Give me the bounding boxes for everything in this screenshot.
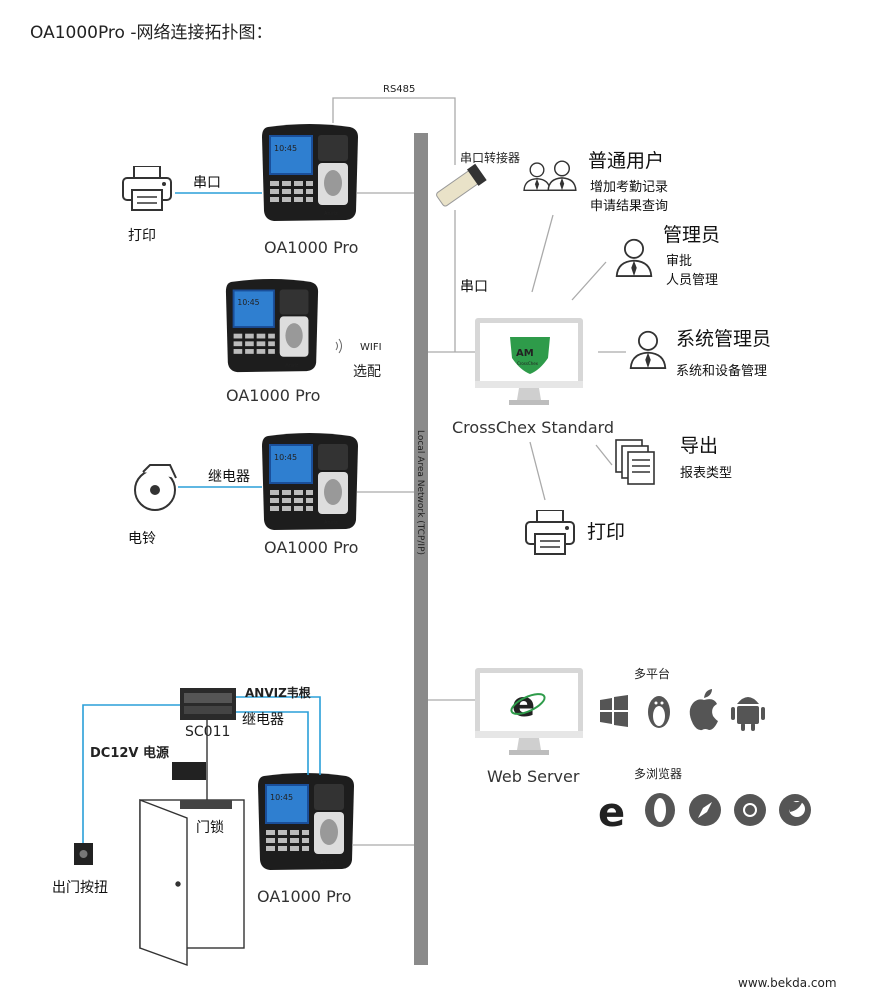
- watermark: www.bekda.com: [738, 976, 837, 990]
- bell-label: 电铃: [128, 531, 156, 547]
- door-lock-icon: [180, 800, 232, 809]
- android-icon: [731, 697, 765, 731]
- windows-icon: [600, 695, 628, 727]
- printer-label: 打印: [128, 227, 156, 244]
- converter-label: 串口转接器: [460, 150, 520, 165]
- user-icon-2: [547, 160, 577, 192]
- bell-icon: [134, 464, 177, 511]
- door-icon: [139, 798, 245, 966]
- crosschex-logo-icon: AM CrossChex: [510, 337, 550, 374]
- svg-text:CrossChex: CrossChex: [517, 361, 539, 366]
- relay-link-label: 继电器: [208, 469, 250, 485]
- ie-icon: e: [598, 790, 625, 836]
- admin-icon: [615, 238, 653, 277]
- exit-button-icon: [74, 843, 93, 865]
- sysadmin-icon: [629, 330, 667, 370]
- wifi-label: WIFI: [360, 342, 382, 353]
- wifi-icon: [335, 338, 342, 354]
- connector-print: [529, 441, 546, 501]
- lan-bus: [414, 133, 428, 965]
- serial-converter-icon: [436, 163, 487, 207]
- opera-icon: [645, 793, 675, 827]
- role-line: 人员管理: [666, 273, 718, 288]
- role-title-admin: 管理员: [663, 224, 720, 246]
- print-icon: [525, 510, 575, 555]
- document-export-icon: [615, 439, 655, 485]
- door-lock-label: 门锁: [196, 820, 224, 836]
- user-icon: [523, 162, 551, 192]
- wiegand-label: ANVIZ韦根: [245, 685, 311, 700]
- role-line: 增加考勤记录: [590, 180, 668, 195]
- controller-sc011-icon: [180, 688, 236, 720]
- role-title-export: 导出: [680, 435, 718, 457]
- platforms-title: 多平台: [634, 666, 670, 681]
- browsers-title: 多浏览器: [634, 766, 682, 781]
- connector-admin: [571, 261, 607, 301]
- chrome-icon: [734, 794, 766, 826]
- connector-export: [595, 444, 613, 466]
- role-line: 审批: [666, 254, 692, 269]
- power-supply-icon: [172, 762, 206, 780]
- rs485-label: RS485: [383, 84, 415, 95]
- role-title-sysadmin: 系统管理员: [676, 328, 771, 350]
- power-label: DC12V 电源: [90, 745, 169, 761]
- rs485-line: [332, 97, 456, 165]
- wiegand-link: [236, 696, 321, 775]
- converter-serial-label: 串口: [460, 279, 488, 295]
- linux-icon: [648, 696, 670, 728]
- role-title-print: 打印: [587, 521, 625, 543]
- role-line: 申请结果查询: [590, 199, 668, 214]
- svg-text:AM: AM: [516, 348, 534, 359]
- apple-icon: [689, 689, 718, 731]
- relay-label: 继电器: [242, 712, 284, 728]
- wifi-optional-label: 选配: [353, 364, 381, 380]
- connector-user: [531, 214, 554, 293]
- device-terminal-3: [262, 433, 358, 530]
- role-title-user: 普通用户: [588, 150, 664, 172]
- device-label-1: OA1000 Pro: [264, 238, 358, 257]
- device-terminal-1: [262, 124, 358, 221]
- relay-link-sc011: [236, 711, 309, 775]
- device-terminal-4: [258, 773, 354, 870]
- device-label-4: OA1000 Pro: [257, 887, 351, 906]
- printer-icon: [122, 166, 172, 211]
- device-terminal-2: [225, 278, 319, 373]
- device-label-3: OA1000 Pro: [264, 538, 358, 557]
- device-label-2: OA1000 Pro: [226, 386, 320, 405]
- exit-button-link: [82, 704, 180, 845]
- webserver-label: Web Server: [487, 767, 580, 786]
- safari-icon: [689, 794, 721, 826]
- role-line: 系统和设备管理: [676, 363, 767, 379]
- serial-link-label: 串口: [193, 175, 221, 191]
- exit-button-label: 出门按扭: [52, 880, 108, 896]
- role-line: 报表类型: [680, 466, 732, 481]
- ie-logo-icon: e: [510, 685, 546, 725]
- page-title: OA1000Pro -网络连接拓扑图：: [30, 23, 272, 43]
- svg-text:e: e: [598, 790, 625, 836]
- firefox-icon: [779, 794, 811, 826]
- crosschex-label: CrossChex Standard: [452, 418, 614, 437]
- lan-bus-label: Local Area Network (TCP/IP): [415, 430, 425, 555]
